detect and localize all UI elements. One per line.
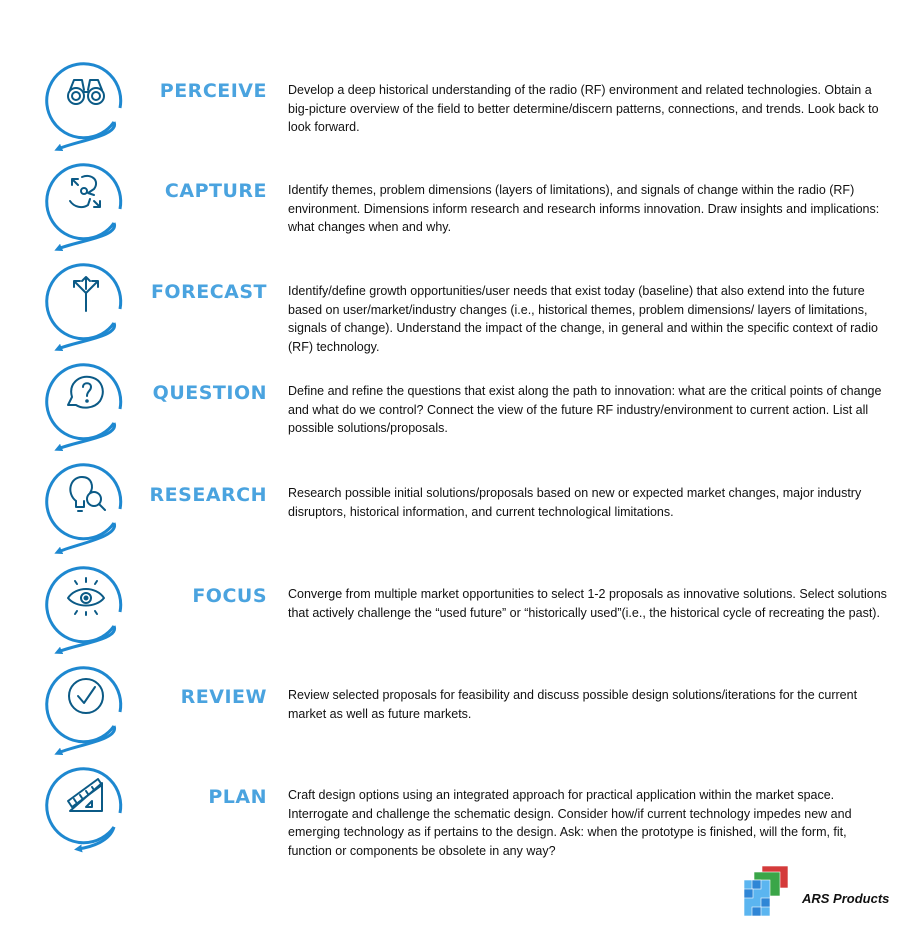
spiral-end-arrow: [74, 826, 116, 853]
step-title-focus: FOCUS: [192, 585, 267, 607]
step-title-forecast: FORECAST: [150, 281, 267, 303]
step-description-question: Define and refine the questions that exi…: [288, 384, 882, 435]
capture-hands-icon: [69, 175, 101, 209]
spiral-connector-arrow: [54, 322, 116, 352]
spiral-connector-arrow: [54, 725, 116, 756]
eye-icon: [67, 577, 105, 616]
spiral-loop: [45, 62, 123, 140]
step-description-review: Review selected proposals for feasibilit…: [288, 688, 858, 721]
spiral-loop: [45, 263, 123, 341]
branching-arrows-icon: [73, 276, 99, 312]
ruler-triangle-icon: [67, 778, 103, 812]
spiral-connector-arrow: [54, 121, 116, 152]
step-description-capture: Identify themes, problem dimensions (lay…: [288, 183, 880, 234]
spiral-connector-arrow: [54, 422, 116, 452]
step-description-research: Research possible initial solutions/prop…: [288, 486, 862, 519]
spiral-loop: [45, 163, 123, 241]
step-description-plan: Craft design options using an integrated…: [288, 788, 852, 858]
spiral-connector-arrow: [54, 625, 116, 655]
step-title-question: QUESTION: [152, 382, 267, 404]
spiral-loop: [45, 566, 123, 644]
step-title-capture: CAPTURE: [164, 180, 267, 202]
spiral-loop: [45, 363, 123, 441]
spiral-connector-arrow: [54, 522, 116, 555]
step-title-review: REVIEW: [180, 686, 267, 708]
spiral-loop: [45, 666, 123, 744]
question-bubble-icon: [67, 375, 104, 409]
step-title-perceive: PERCEIVE: [159, 80, 267, 102]
step-description-perceive: Develop a deep historical understanding …: [288, 83, 879, 134]
ars-products-logo: [743, 865, 789, 917]
spiral-connector-arrow: [54, 222, 116, 252]
binoculars-icon: [67, 79, 105, 105]
step-description-focus: Converge from multiple market opportunit…: [288, 587, 887, 620]
step-description-forecast: Identify/define growth opportunities/use…: [288, 284, 878, 354]
step-title-plan: PLAN: [208, 786, 267, 808]
spiral-loop: [45, 463, 123, 541]
spiral-loop: [45, 767, 123, 845]
step-title-research: RESEARCH: [149, 484, 267, 506]
checkmark-circle-icon: [68, 678, 104, 714]
lightbulb-magnifier-icon: [69, 476, 106, 512]
logo-text: ARS Products: [802, 891, 890, 906]
